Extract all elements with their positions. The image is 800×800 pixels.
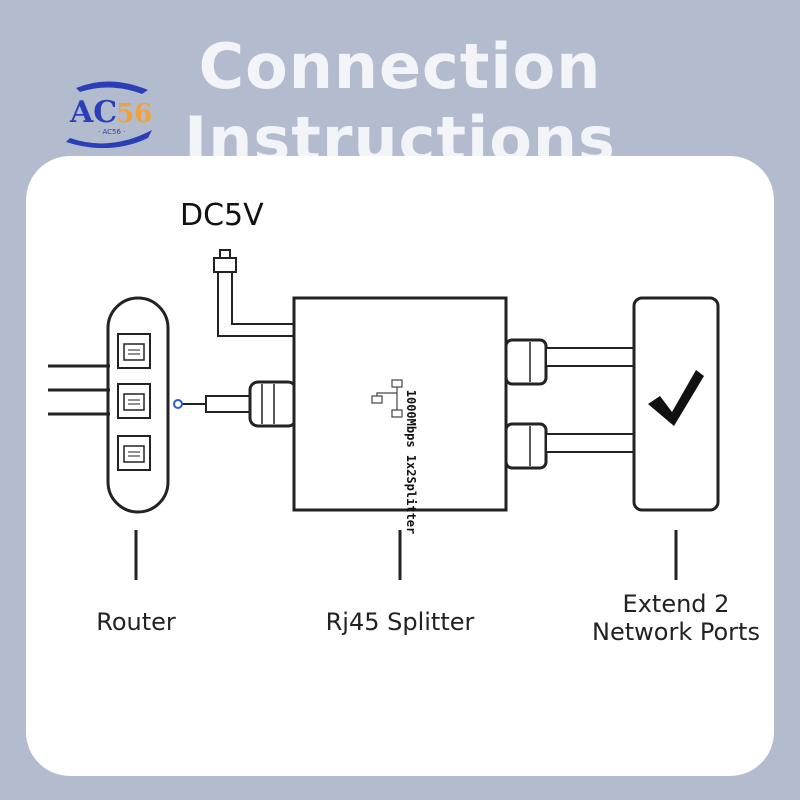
rj45-splitter-device [292, 296, 508, 512]
page-title: Connection Instructions [184, 30, 616, 176]
svg-text:56: 56 [116, 99, 152, 129]
dc-power-label: DC5V [180, 198, 264, 233]
input-cable [173, 380, 298, 428]
logo-text: AC [69, 95, 117, 130]
extend-label-line2: Network Ports [592, 618, 760, 646]
extend-device [632, 296, 720, 512]
svg-text:· AC56 ·: · AC56 · [98, 128, 125, 136]
checkmark-icon [648, 370, 704, 426]
ethernet-port-icon [117, 435, 151, 471]
ethernet-port-icon [117, 383, 151, 419]
ethernet-port-icon [117, 333, 151, 369]
extend-label-line1: Extend 2 [622, 590, 730, 618]
router-label: Router [96, 608, 176, 636]
splitter-model-text: 1000Mbps 1x2Splitter [404, 389, 418, 535]
splitter-label: Rj45 Splitter [325, 608, 475, 636]
label-pointers [134, 530, 678, 580]
router-device [48, 296, 170, 514]
dc-power-connector [213, 249, 296, 337]
brand-logo: AC 56 · AC56 · [66, 81, 152, 148]
network-topology-icon [371, 379, 403, 418]
output-cables [504, 338, 637, 470]
